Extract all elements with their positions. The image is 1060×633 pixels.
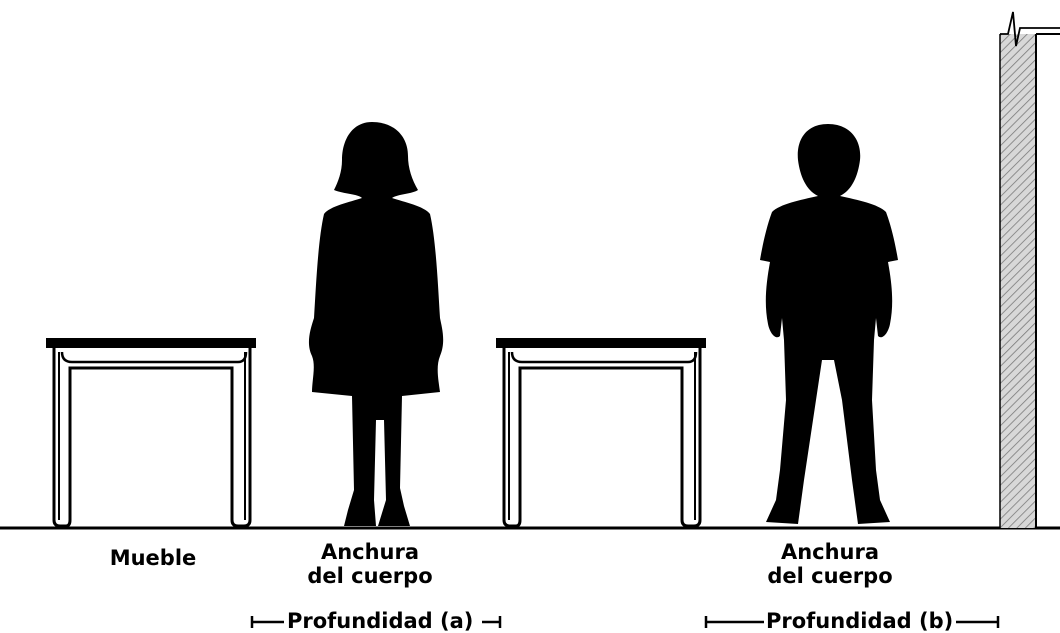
body-width-label-right: Anchura del cuerpo xyxy=(750,540,910,588)
girl-silhouette xyxy=(308,122,444,526)
body-width-left-line1: Anchura xyxy=(320,540,420,564)
body-width-left-line2: del cuerpo xyxy=(307,564,433,588)
body-width-right-line2: del cuerpo xyxy=(767,564,893,588)
furniture-label: Mueble xyxy=(98,546,208,570)
body-width-label-left: Anchura del cuerpo xyxy=(290,540,450,588)
boy-silhouette xyxy=(760,124,898,524)
body-width-right-line1: Anchura xyxy=(780,540,880,564)
table-left xyxy=(46,338,256,528)
depth-b-label: Profundidad (b) xyxy=(766,609,954,633)
table-middle xyxy=(496,338,706,528)
dimension-line-a xyxy=(250,616,502,628)
dimension-line-b xyxy=(704,616,1000,628)
furniture-label-text: Mueble xyxy=(109,546,197,570)
depth-a-label: Profundidad (a) xyxy=(287,609,474,633)
wall xyxy=(999,11,1060,528)
